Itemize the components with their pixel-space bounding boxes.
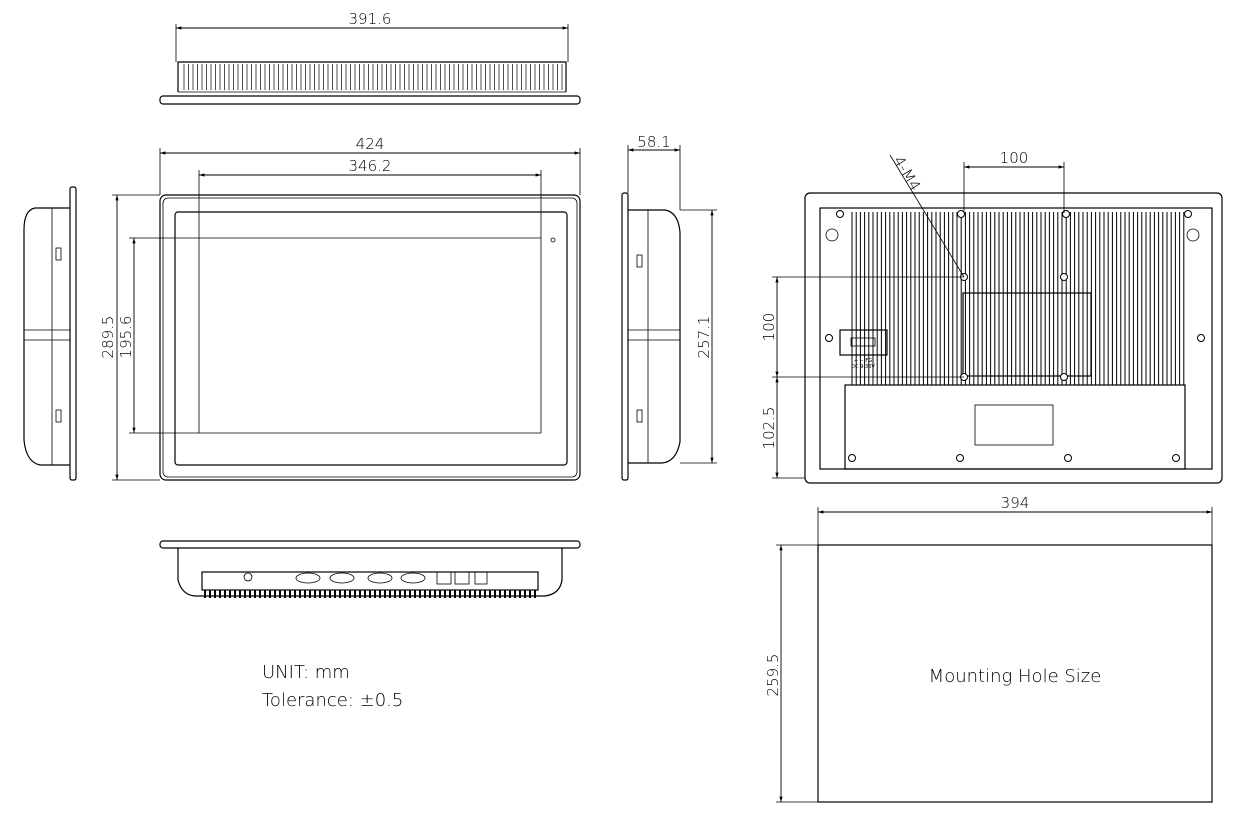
dim-front-width: 424 [356, 135, 385, 153]
dim-front-height: 289.5 [99, 316, 117, 359]
mounting-hole-label: Mounting Hole Size [929, 666, 1102, 687]
screw-hole-icon [1060, 373, 1068, 381]
dim-screen-width: 346.2 [349, 157, 392, 175]
power-rating-label: DC 9-36V [851, 364, 875, 370]
unit-note: UNIT: mm [262, 662, 350, 683]
screw-hole-icon [836, 210, 844, 218]
screw-hole-icon [1184, 210, 1192, 218]
screw-hole-icon [848, 454, 856, 462]
screw-spec-label: 4-M4 [890, 153, 925, 194]
screw-hole-icon [956, 454, 964, 462]
screw-hole-icon [1172, 454, 1180, 462]
screw-hole-icon [957, 210, 965, 218]
dim-cutout-height: 259.5 [764, 654, 782, 697]
dim-vesa-horizontal: 100 [1000, 149, 1029, 167]
tolerance-note: Tolerance: ±0.5 [262, 690, 403, 711]
screw-hole-icon [1062, 210, 1070, 218]
dim-screen-height: 195.6 [117, 316, 135, 359]
dim-cutout-width: 394 [1001, 494, 1030, 512]
screw-hole-icon [1060, 273, 1068, 281]
right-side-view: 58.1 257.1 [621, 133, 717, 481]
bottom-view: UNIT: mm Tolerance: ±0.5 [159, 540, 581, 711]
left-side-view [23, 186, 77, 481]
dim-side-height: 257.1 [695, 316, 713, 359]
dim-top-width: 391.6 [349, 10, 392, 28]
screw-hole-icon [1197, 334, 1205, 342]
power-terminal-label: + − FG [854, 358, 872, 364]
dim-depth: 58.1 [637, 133, 670, 151]
dim-vesa-vertical: 100 [760, 313, 778, 342]
top-view: 391.6 [159, 10, 581, 105]
mounting-hole-view: 394 259.5 Mounting Hole Size [764, 494, 1213, 803]
rear-view: + − FG DC 9-36V 100 100 102.5 4-M4 [760, 149, 1223, 484]
dim-vesa-bottom-offset: 102.5 [760, 407, 778, 450]
screw-hole-icon [1064, 454, 1072, 462]
front-view: 424 346.2 289.5 195.6 [99, 135, 581, 481]
screw-hole-icon [825, 334, 833, 342]
